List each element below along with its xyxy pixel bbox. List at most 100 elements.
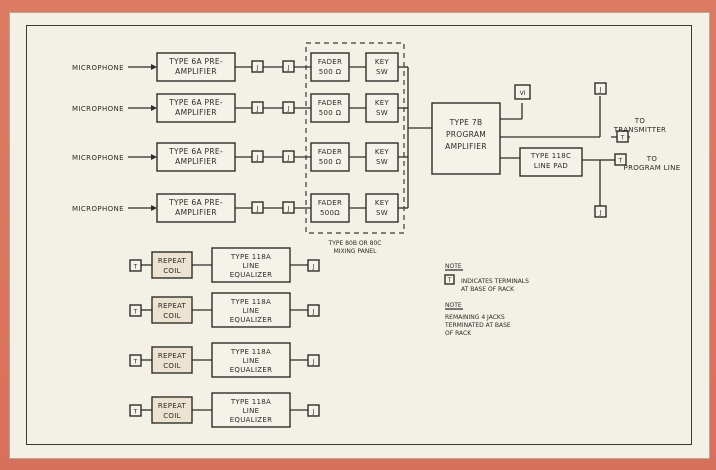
line-equalizer-label: LINE — [243, 407, 260, 415]
terminal-letter: T — [447, 277, 452, 284]
repeat-coil-box — [151, 396, 193, 424]
jack-letter: J — [312, 309, 315, 316]
fader-label: FADER — [318, 148, 342, 156]
preamp-label: TYPE 6A PRE- — [168, 98, 223, 107]
jack-letter: J — [312, 359, 315, 366]
note-heading: NOTE — [445, 263, 462, 270]
wires — [128, 42, 630, 411]
mixing-panel-label: MIXING PANEL — [334, 248, 377, 255]
program-amplifier-label: AMPLIFIER — [445, 142, 487, 151]
line-pad-box — [519, 147, 583, 177]
key-switch-label: SW — [376, 158, 388, 166]
repeat-coil-label: REPEAT — [158, 402, 187, 410]
line-equalizer-label: TYPE 118A — [230, 298, 271, 306]
terminal — [444, 274, 455, 285]
note-text: TERMINATED AT BASE — [444, 322, 511, 329]
repeat-coil-label: REPEAT — [158, 352, 187, 360]
to-transmitter-label: TO — [634, 117, 646, 125]
preamp-label: AMPLIFIER — [175, 67, 217, 76]
microphone-label: MICROPHONE — [72, 205, 124, 213]
terminal-letter: T — [133, 409, 138, 416]
microphone-label: MICROPHONE — [72, 64, 124, 72]
line-equalizer-label: LINE — [243, 357, 260, 365]
jack-letter: J — [312, 409, 315, 416]
line-equalizer-box — [211, 342, 291, 378]
mixing-panel-label: TYPE 80B OR 80C — [328, 240, 382, 247]
microphone-label: MICROPHONE — [72, 105, 124, 113]
blocks — [129, 52, 629, 428]
line-equalizer-label: EQUALIZER — [230, 271, 273, 279]
fader-box — [310, 52, 350, 82]
key-switch-box — [365, 193, 399, 223]
mic-arrow — [151, 105, 157, 111]
key-switch-box — [365, 142, 399, 172]
jack-letter: J — [599, 210, 602, 217]
line-equalizer-label: LINE — [243, 307, 260, 315]
fader-label: FADER — [318, 58, 342, 66]
line-pad-label: LINE PAD — [534, 162, 568, 170]
terminal — [616, 130, 629, 143]
jack-letter: J — [599, 87, 602, 94]
jack-letter: J — [287, 106, 290, 113]
line-equalizer-label: EQUALIZER — [230, 366, 273, 374]
note-text: REMAINING 4 JACKS — [445, 314, 505, 321]
note-text: INDICATES TERMINALS — [461, 278, 529, 285]
jack-letter: J — [256, 155, 259, 162]
jack — [307, 404, 320, 417]
mic-arrow — [151, 64, 157, 70]
jack — [251, 150, 264, 163]
fader-label: 500Ω — [320, 209, 340, 217]
terminal-letter: T — [620, 135, 625, 142]
terminal — [129, 304, 142, 317]
key-switch-box — [365, 93, 399, 123]
jack — [282, 201, 295, 214]
preamp-box — [156, 193, 236, 223]
key-switch-label: KEY — [375, 148, 390, 156]
diagram-border — [26, 25, 692, 445]
repeat-coil-label: REPEAT — [158, 302, 187, 310]
preamp-label: AMPLIFIER — [175, 108, 217, 117]
fader-label: FADER — [318, 99, 342, 107]
terminal-letter: T — [618, 158, 623, 165]
jack — [307, 304, 320, 317]
repeat-coil-box — [151, 346, 193, 374]
jack-letter: J — [287, 155, 290, 162]
fader-label: 500 Ω — [319, 158, 342, 166]
jack — [594, 82, 607, 95]
jack — [594, 205, 607, 218]
line-equalizer-label: EQUALIZER — [230, 416, 273, 424]
program-amplifier-label: PROGRAM — [446, 130, 486, 139]
fader-label: 500 Ω — [319, 109, 342, 117]
line-equalizer-box — [211, 392, 291, 428]
preamp-label: TYPE 6A PRE- — [168, 57, 223, 66]
line-equalizer-box — [211, 247, 291, 283]
line-equalizer-label: EQUALIZER — [230, 316, 273, 324]
line-pad-label: TYPE 118C — [530, 152, 571, 160]
repeat-coil-box — [151, 251, 193, 279]
preamp-box — [156, 142, 236, 172]
jack-letter: J — [256, 65, 259, 72]
key-switch-label: SW — [376, 68, 388, 76]
jack-letter: J — [312, 264, 315, 271]
fader-box — [310, 142, 350, 172]
terminal — [129, 404, 142, 417]
repeat-coil-label: COIL — [163, 312, 181, 320]
repeat-coil-label: COIL — [163, 267, 181, 275]
fader-label: FADER — [318, 199, 342, 207]
microphone-label: MICROPHONE — [72, 154, 124, 162]
line-equalizer-label: TYPE 118A — [230, 348, 271, 356]
line-equalizer-label: LINE — [243, 262, 260, 270]
repeat-coil-label: COIL — [163, 412, 181, 420]
terminal-letter: T — [133, 359, 138, 366]
jack — [307, 259, 320, 272]
terminal-letter: T — [133, 264, 138, 271]
mic-arrow — [151, 154, 157, 160]
to-program-line-label: TO — [646, 155, 658, 163]
fader-label: 500 Ω — [319, 68, 342, 76]
program-amplifier-box — [431, 102, 501, 175]
preamp-label: AMPLIFIER — [175, 208, 217, 217]
mic-arrow — [151, 205, 157, 211]
terminal — [129, 354, 142, 367]
terminal — [129, 259, 142, 272]
